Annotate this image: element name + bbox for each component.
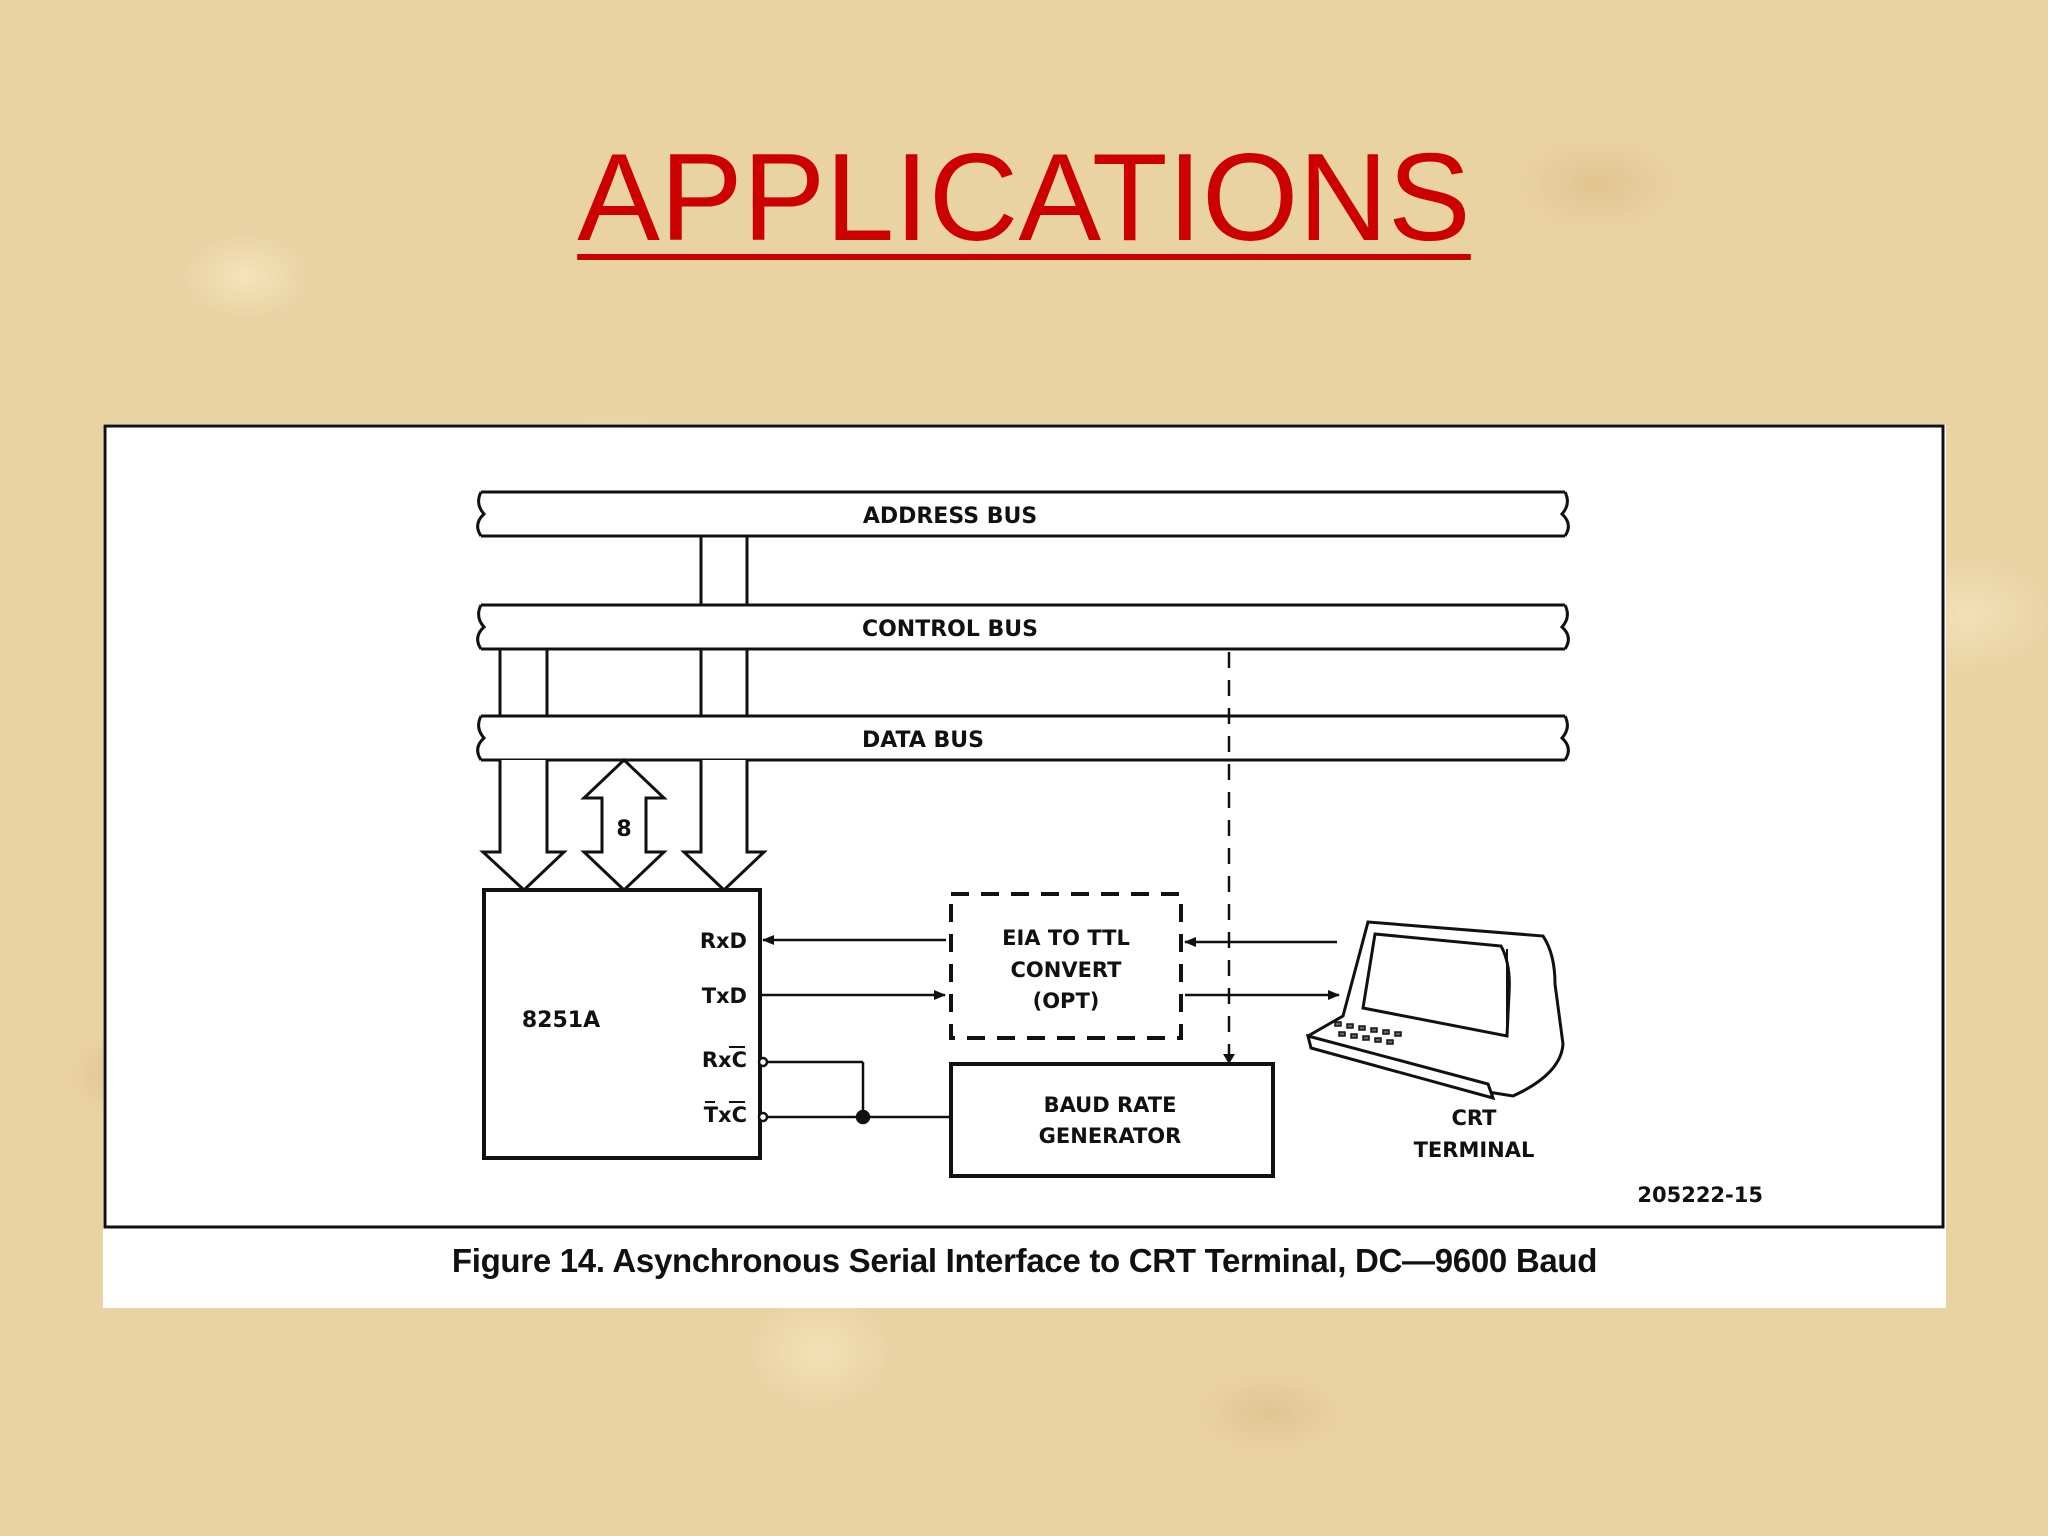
baud-rate-generator: BAUD RATE GENERATOR [949,1062,1275,1178]
figure-caption: Figure 14. Asynchronous Serial Interface… [451,1242,1598,1279]
address-bus-label: ADDRESS BUS [863,504,1037,529]
baud-line2: GENERATOR [1039,1124,1182,1148]
chip-8251a: 8251A RxD TxD RxC TxC [482,888,762,1160]
clock-lines [757,1056,951,1125]
slide-title: APPLICATIONS [577,129,1471,267]
data-bus-label: DATA BUS [862,728,984,753]
address-branch [699,536,749,605]
pin-txd: TxD [702,984,747,1008]
crt-terminal-icon [1305,920,1565,1101]
control-bus: CONTROL BUS [476,603,1570,651]
figure-id: 205222-15 [1637,1183,1763,1207]
eia-ttl-converter: EIA TO TTL CONVERT (OPT) [949,892,1183,1040]
converter-line1: EIA TO TTL [1002,926,1130,950]
control-dashed-line [1223,652,1235,1064]
figure-border [103,424,1945,1229]
terminal-line1: CRT [1452,1106,1498,1130]
chip-name: 8251A [522,1008,600,1033]
baud-line1: BAUD RATE [1044,1093,1177,1117]
address-arrow-to-chip [680,649,768,893]
pin-rxc: RxC [702,1048,747,1072]
control-arrow-to-chip [479,649,568,893]
control-bus-label: CONTROL BUS [862,617,1038,642]
serial-interface-diagram: ADDRESS BUS CONTROL BUS DATA BUS [103,424,1945,1229]
terminal-line2: TERMINAL [1414,1138,1535,1162]
figure-panel: ADDRESS BUS CONTROL BUS DATA BUS [103,424,1946,1308]
converter-line2: CONVERT [1011,958,1123,982]
data-width-label: 8 [616,817,631,842]
data-bus: DATA BUS [476,714,1570,762]
converter-line3: (OPT) [1033,989,1100,1013]
address-bus: ADDRESS BUS [476,490,1570,538]
pin-txc: TxC [704,1103,747,1127]
pin-rxd: RxD [700,929,747,953]
